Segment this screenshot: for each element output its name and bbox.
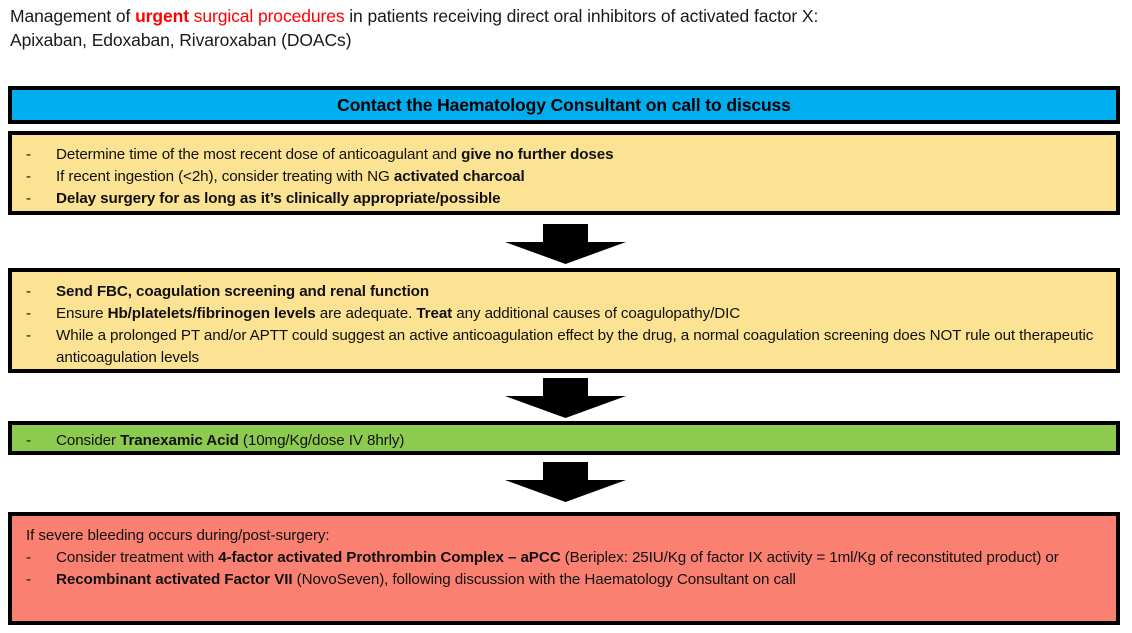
step-3-box: - Consider Tranexamic Acid (10mg/Kg/dose … <box>8 421 1120 455</box>
bullet-text: Consider treatment with 4-factor activat… <box>56 547 1110 569</box>
bullet-row: - Delay surgery for as long as it’s clini… <box>26 188 1110 210</box>
title-urgent-emphasis: urgent <box>135 6 189 26</box>
bullet-dash: - <box>26 283 31 300</box>
bullet-text-run: Consider treatment with <box>56 549 219 566</box>
step-4-intro: If severe bleeding occurs during/post-su… <box>26 527 330 544</box>
bullet-text: Ensure Hb/platelets/fibrinogen levels ar… <box>56 303 1110 325</box>
bullet-text: Delay surgery for as long as it’s clinic… <box>56 188 1110 210</box>
title-line1-post: in patients receiving direct oral inhibi… <box>344 6 819 26</box>
bullet-row: - If recent ingestion (<2h), consider tre… <box>26 166 1110 188</box>
bullet-text-run: (10mg/Kg/dose IV 8hrly) <box>238 432 405 449</box>
bullet-dash: - <box>26 168 31 185</box>
title-line2: Apixaban, Edoxaban, Rivaroxaban (DOACs) <box>10 30 352 50</box>
bullet-row: - Consider treatment with 4-factor activa… <box>26 547 1110 569</box>
bullet-text: Send FBC, coagulation screening and rena… <box>56 281 1110 303</box>
bullet-text-run: Ensure <box>56 305 108 322</box>
page-title: Management of urgent surgical procedures… <box>10 4 1120 52</box>
title-line1-pre: Management of <box>10 6 136 26</box>
bullet-row: - While a prolonged PT and/or APTT could … <box>26 325 1110 369</box>
bullet-text-bold-run: Send FBC, coagulation screening and rena… <box>56 283 430 300</box>
bullet-dash: - <box>26 146 31 163</box>
bullet-dash: - <box>26 305 31 322</box>
bullet-dash: - <box>26 327 31 344</box>
bullet-dash: - <box>26 571 31 588</box>
bullet-text-run: (Beriplex: 25IU/Kg of factor IX activity… <box>560 549 1059 566</box>
bullet-row: - Determine time of the most recent dose … <box>26 144 1110 166</box>
bullet-row: - Send FBC, coagulation screening and ren… <box>26 281 1110 303</box>
bullet-dash: - <box>26 190 31 207</box>
bullet-text-bold-run: 4-factor activated Prothrombin Complex –… <box>218 549 561 566</box>
step-4-bullets: - Consider treatment with 4-factor activa… <box>26 547 1110 591</box>
bullet-row: - Consider Tranexamic Acid (10mg/Kg/dose … <box>26 430 1110 452</box>
bullet-text-run: (NovoSeven), following discussion with t… <box>292 571 796 588</box>
bullet-text-bold-run: Hb/platelets/fibrinogen levels <box>107 305 316 322</box>
bullet-text: Determine time of the most recent dose o… <box>56 144 1110 166</box>
step-1-box: - Determine time of the most recent dose … <box>8 131 1120 215</box>
banner-label: Contact the Haematology Consultant on ca… <box>337 95 791 115</box>
bullet-row: - Recombinant activated Factor VII (NovoS… <box>26 569 1110 591</box>
bullet-text: If recent ingestion (<2h), consider trea… <box>56 166 1110 188</box>
step-2-bullets: - Send FBC, coagulation screening and ren… <box>26 281 1110 369</box>
title-surgical-procedures: surgical procedures <box>188 6 345 26</box>
contact-haematology-banner: Contact the Haematology Consultant on ca… <box>8 86 1120 124</box>
step-1-bullets: - Determine time of the most recent dose … <box>26 144 1110 210</box>
bullet-text-run: While a prolonged PT and/or APTT could s… <box>56 327 1094 366</box>
step-2-box: - Send FBC, coagulation screening and ren… <box>8 268 1120 373</box>
bullet-text: While a prolonged PT and/or APTT could s… <box>56 325 1110 369</box>
bullet-text-bold-run: Delay surgery for as long as it’s clinic… <box>56 190 501 207</box>
bullet-dash: - <box>26 549 31 566</box>
bullet-text-run: any additional causes of coagulopathy/DI… <box>452 305 741 322</box>
bullet-text-bold-run: give no further doses <box>461 146 614 163</box>
arrow-down-3 <box>505 462 626 502</box>
bullet-dash: - <box>26 432 31 449</box>
arrow-down-1 <box>505 224 626 264</box>
bullet-text-run: Consider <box>56 432 121 449</box>
bullet-text-run: If recent ingestion (<2h), consider trea… <box>56 168 394 185</box>
bullet-text-bold-run: Recombinant activated Factor VII <box>56 571 293 588</box>
bullet-text-bold-run: activated charcoal <box>393 168 525 185</box>
bullet-text-bold-run: Treat <box>416 305 453 322</box>
bullet-text-run: are adequate. <box>315 305 417 322</box>
bullet-row: - Ensure Hb/platelets/fibrinogen levels a… <box>26 303 1110 325</box>
bullet-text: Consider Tranexamic Acid (10mg/Kg/dose I… <box>56 430 1110 452</box>
bullet-text-run: Determine time of the most recent dose o… <box>56 146 462 163</box>
arrow-down-2 <box>505 378 626 418</box>
bullet-text-bold-run: Tranexamic Acid <box>120 432 239 449</box>
step-3-bullets: - Consider Tranexamic Acid (10mg/Kg/dose … <box>26 430 1110 452</box>
step-4-box: If severe bleeding occurs during/post-su… <box>8 512 1120 625</box>
bullet-text: Recombinant activated Factor VII (NovoSe… <box>56 569 1110 591</box>
